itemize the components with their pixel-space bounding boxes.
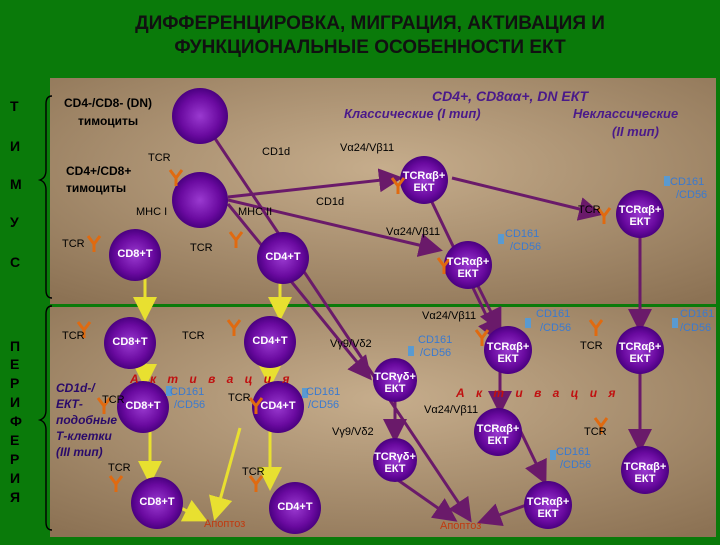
cd161-label-2: CD161 [670, 176, 704, 188]
ekt-label-8: TCRαβ+ ЕКТ [518, 496, 578, 520]
cd56-label-8: /CD56 [560, 459, 591, 471]
thymus-letter-2: И [10, 138, 20, 154]
vg9-label-2: Vγ9/Vδ2 [332, 426, 374, 438]
ekt-header-nonclassic-type: (II тип) [612, 124, 659, 139]
va24-label-3: Vα24/Vβ11 [422, 310, 476, 322]
dn-thymocyte-cell [172, 88, 228, 144]
periphery-letter-3: Р [10, 375, 19, 391]
ekt-label-6: TCRαβ+ ЕКТ [468, 423, 528, 447]
cd4t-final-label: CD4+T [260, 501, 330, 513]
cd4t-periphery-label: CD4+T [235, 335, 305, 347]
cd8t-final-label: CD8+T [122, 496, 192, 508]
cd56-label-1: /CD56 [510, 241, 541, 253]
activation-label-left: А к т и в а ц и я [130, 372, 294, 386]
dn-thymocytes-sublabel: тимоциты [78, 114, 138, 128]
dp-thymocytes-sublabel: тимоциты [66, 181, 126, 195]
ekt-label-2: TCRαβ+ ЕКТ [610, 204, 670, 228]
periphery-letter-8: И [10, 470, 20, 486]
cd161-label-7: CD161 [170, 386, 204, 398]
ekt-label-5: TCRαβ+ ЕКТ [610, 341, 670, 365]
cd161-label-5: CD161 [418, 334, 452, 346]
periphery-letter-1: П [10, 338, 20, 354]
activation-label-right: А к т и в а ц и я [456, 386, 620, 400]
va24-label-4: Vα24/Vβ11 [424, 404, 478, 416]
title-line-2: ФУНКЦИОНАЛЬНЫЕ ОСОБЕННОСТИ ЕКТ [40, 36, 700, 60]
mhc1-label: MHC I [136, 206, 167, 218]
tcr-label-ekt5: TCR [580, 340, 603, 352]
thymus-letter-1: Т [10, 98, 19, 114]
title-line-1: ДИФФЕРЕНЦИРОВКА, МИГРАЦИЯ, АКТИВАЦИЯ И [40, 12, 700, 36]
tcr-label-ekt6: TCR [584, 426, 607, 438]
cd56-label-5: /CD56 [420, 347, 451, 359]
tcr-label-cd4-thymus: TCR [190, 242, 213, 254]
cd161-label-8: CD161 [556, 446, 590, 458]
gd-ekt-label-1: TCRγδ+ ЕКТ [367, 371, 423, 395]
periphery-letter-5: Ф [10, 413, 22, 429]
thymus-letter-5: С [10, 254, 20, 270]
cd8t-thymus-label: CD8+T [100, 248, 170, 260]
page-title: ДИФФЕРЕНЦИРОВКА, МИГРАЦИЯ, АКТИВАЦИЯ И Ф… [40, 12, 700, 60]
periphery-letter-2: Е [10, 356, 19, 372]
mhc2-label: MHC II [238, 206, 272, 218]
periphery-letter-9: Я [10, 489, 20, 505]
tcr-label-dp: TCR [148, 152, 171, 164]
tcr-label-cd4-final: TCR [242, 466, 265, 478]
ekt-label-4: TCRαβ+ ЕКТ [478, 341, 538, 365]
cd56-label-4: /CD56 [680, 322, 711, 334]
ekt-header-main: CD4+, CD8αα+, DN ЕКТ [432, 88, 588, 104]
cd56-label-3: /CD56 [540, 322, 571, 334]
periphery-letter-6: Е [10, 432, 19, 448]
cd1d-label-1: CD1d [262, 146, 290, 158]
va24-label-1: Vα24/Vβ11 [340, 142, 394, 154]
thymus-letter-3: М [10, 176, 22, 192]
apoptosis-label-right: Апоптоз [440, 520, 481, 532]
cd161-label-6: CD161 [306, 386, 340, 398]
vg9-label-1: Vγ9/Vδ2 [330, 338, 372, 350]
cd1d-negative-label: CD1d-/ЕКТ-подобные Т-клетки (III тип) [56, 380, 116, 460]
cd56-label-2: /CD56 [676, 189, 707, 201]
cd1d-label-2: CD1d [316, 196, 344, 208]
tcr-label-cd8-final: TCR [108, 462, 131, 474]
ekt-label-1: TCRαβ+ ЕКТ [394, 170, 454, 194]
ekt-label-3: TCRαβ+ ЕКТ [438, 256, 498, 280]
cd8t-activated-label: CD8+T [108, 400, 178, 412]
thymus-letter-4: У [10, 214, 19, 230]
cd8t-periphery-label: CD8+T [95, 336, 165, 348]
dp-thymocyte-cell [172, 172, 228, 228]
ekt-header-nonclassic: Неклассические [573, 106, 678, 121]
ekt-header-classic: Классические (I тип) [344, 106, 481, 121]
cd56-label-7: /CD56 [174, 399, 205, 411]
gd-ekt-label-2: TCRγδ+ ЕКТ [367, 451, 423, 475]
va24-label-2: Vα24/Vβ11 [386, 226, 440, 238]
tcr-label-cd8-periphery: TCR [62, 330, 85, 342]
periphery-letter-4: И [10, 394, 20, 410]
dp-thymocytes-label: CD4+/CD8+ [66, 164, 131, 178]
periphery-letter-7: Р [10, 451, 19, 467]
tcr-label-cd8-thymus: TCR [62, 238, 85, 250]
cd161-label-1: CD161 [505, 228, 539, 240]
apoptosis-label-left: Апоптоз [204, 518, 245, 530]
cd4t-thymus-label: CD4+T [248, 251, 318, 263]
tcr-label-ekt2: TCR [578, 204, 601, 216]
dn-thymocytes-label: CD4-/CD8- (DN) [64, 96, 152, 110]
cd4t-activated-label: CD4+T [243, 400, 313, 412]
tcr-label-cd4-periphery: TCR [182, 330, 205, 342]
cd161-label-3: CD161 [536, 308, 570, 320]
ekt-label-7: TCRαβ+ ЕКТ [615, 461, 675, 485]
cd161-label-4: CD161 [680, 308, 714, 320]
